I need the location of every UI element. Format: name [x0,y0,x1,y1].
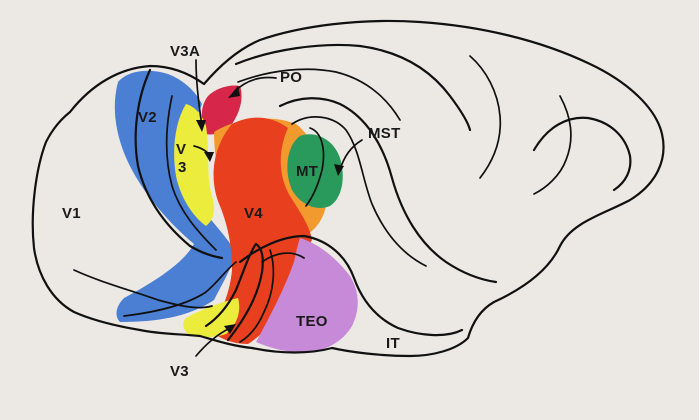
label-mt: MT [296,163,318,180]
label-mst: MST [368,125,401,142]
label-teo: TEO [296,313,328,330]
label-it: IT [386,335,400,352]
label-v2: V2 [138,109,157,126]
label-v3-upper-b: 3 [178,159,187,176]
label-po: PO [280,69,302,86]
label-v4: V4 [244,205,263,222]
label-v3a: V3A [170,43,200,60]
label-v3-upper-a: V [176,141,186,158]
label-v3-lower: V3 [170,363,189,380]
label-v1: V1 [62,205,81,222]
